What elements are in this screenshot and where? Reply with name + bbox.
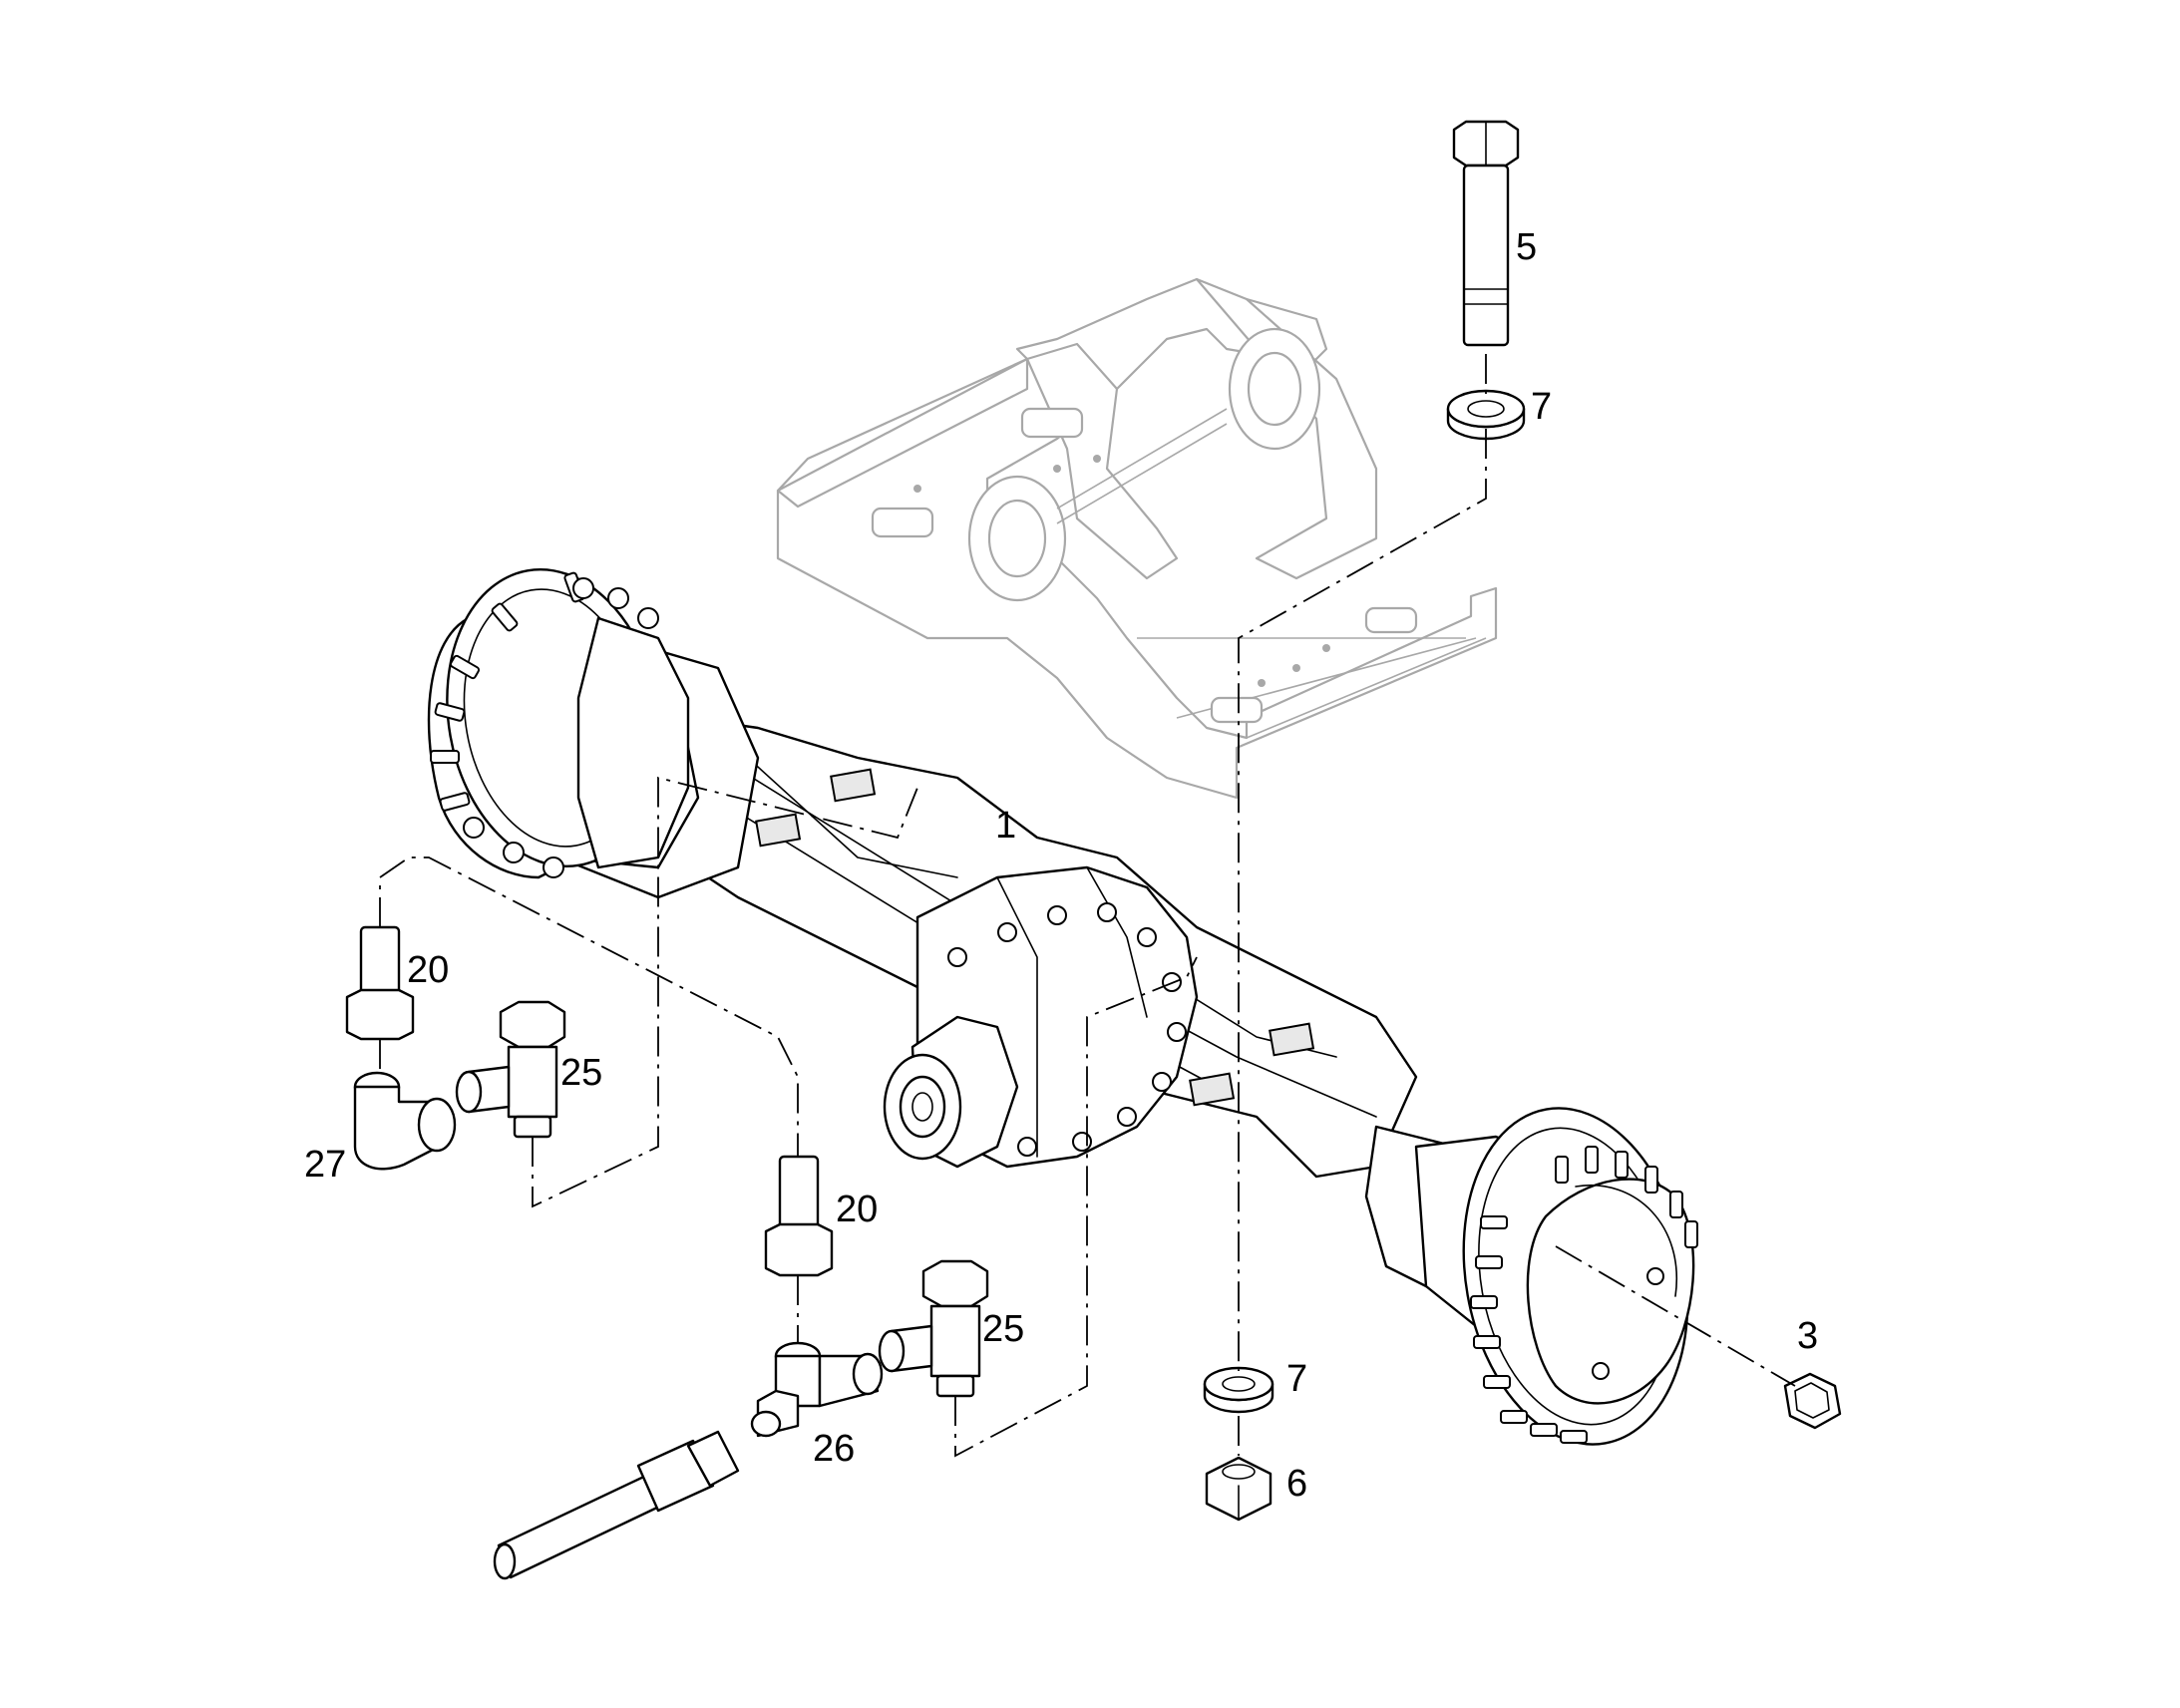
callout-washer-top: 7: [1531, 386, 1552, 428]
leader-lines: [379, 354, 1796, 1458]
bolt-part: [1452, 120, 1520, 347]
callout-fitting-left: 20: [407, 949, 449, 991]
callout-washer-bottom: 7: [1286, 1358, 1307, 1400]
tee-fitting: [750, 1341, 884, 1438]
valve-left: [455, 1000, 566, 1139]
washer-top: [1446, 389, 1526, 441]
callouts: 1 5 7 7 6 3 20 25 27 20 25 26: [304, 226, 1818, 1505]
hydraulic-hose: [493, 1430, 740, 1580]
callout-axle: 1: [995, 805, 1016, 847]
callout-tee: 26: [813, 1428, 855, 1470]
fitting-left: [345, 925, 415, 1041]
axle-assembly: [427, 567, 1698, 1446]
callout-bolt: 5: [1516, 226, 1537, 268]
callout-nut-bottom: 6: [1286, 1463, 1307, 1505]
callout-fitting-center: 20: [836, 1189, 878, 1230]
callout-elbow: 27: [304, 1144, 346, 1186]
washer-bottom: [1203, 1366, 1274, 1414]
callout-valve-center: 25: [982, 1308, 1024, 1350]
left-hub-studs: [430, 571, 659, 878]
fitting-center: [764, 1155, 834, 1277]
differential-bolts: [947, 902, 1187, 1157]
nut-hub: [1783, 1372, 1842, 1430]
right-hub-studs: [1470, 1146, 1698, 1444]
nut-bottom: [1205, 1456, 1272, 1522]
callout-nut-hub: 3: [1797, 1315, 1818, 1357]
callout-valve-left: 25: [560, 1052, 602, 1094]
elbow-fitting: [353, 1071, 457, 1171]
axle-mount-frame: [776, 277, 1498, 800]
valve-center: [878, 1259, 989, 1398]
